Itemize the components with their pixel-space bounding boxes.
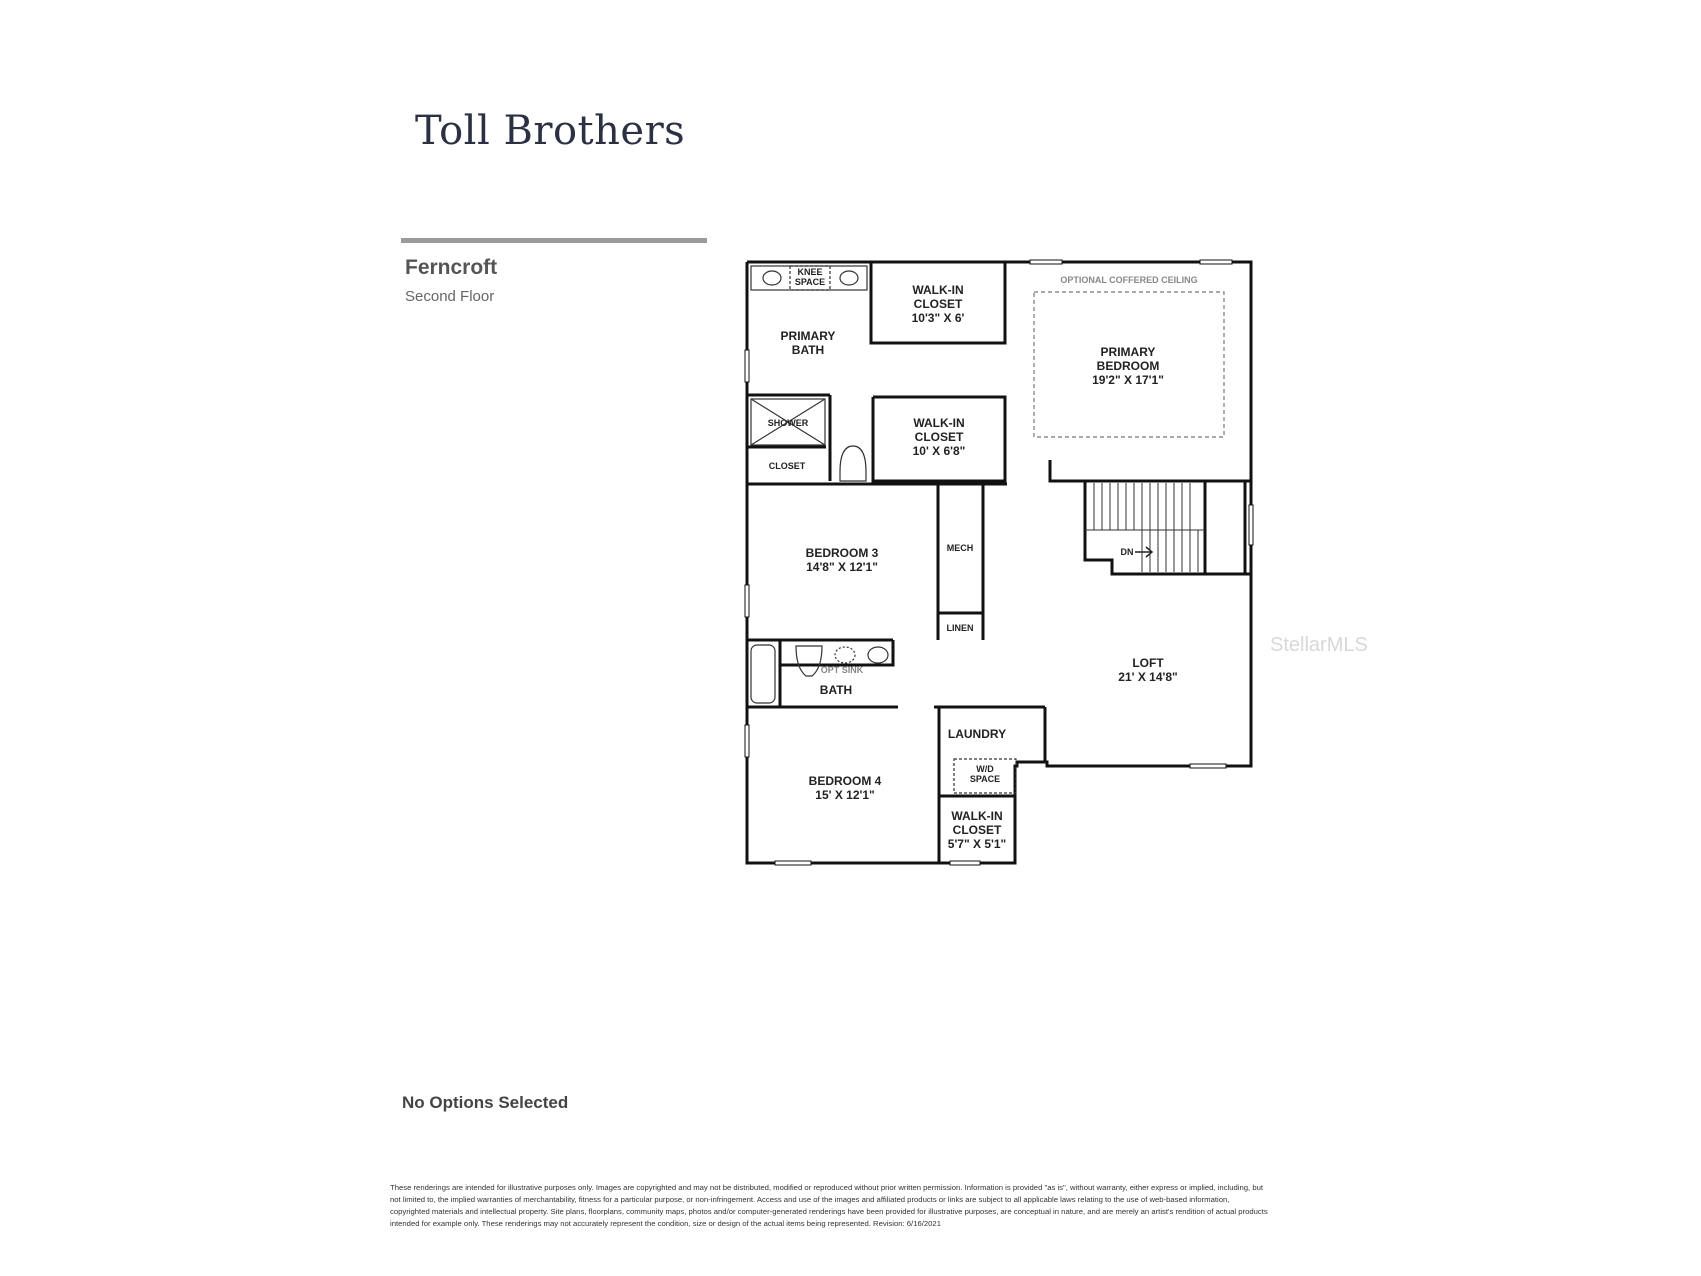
sink-left-icon [762,270,782,286]
bathtub-icon [750,644,776,704]
outer-wall [745,260,1253,865]
watermark: StellarMLS [1270,634,1368,656]
walk-in-closet-2-walls [871,395,1007,483]
mech-label: MECH [947,543,974,553]
shower-label: SHOWER [768,418,809,428]
optional-ceiling-label: OPTIONAL COFFERED CEILING [1060,275,1197,285]
bath-vanity-wall [780,640,895,667]
brand-logo: Toll Brothers [415,108,686,154]
laundry-label: LAUNDRY [948,727,1006,741]
disclaimer: These renderings are intended for illust… [390,1183,1268,1228]
floor-name: Second Floor [405,288,495,305]
closet-label: CLOSET [769,461,806,471]
bath-sink-icon [867,646,889,664]
knee-space-box [789,265,831,291]
toilet-icon [839,445,867,482]
options-status: No Options Selected [402,1093,569,1112]
opt-sink-icon [834,646,856,664]
walk-in-closet-1-walls [869,262,1007,345]
bath-label: BATH [820,683,852,697]
down-arrow-icon [1135,546,1154,558]
sink-right-icon [839,270,859,286]
shower-box [750,398,826,446]
opt-sink-label: OPT SINK [821,665,864,675]
coffered-ceiling-outline [1033,291,1225,438]
linen-label: LINEN [947,623,974,633]
windows [744,259,1254,866]
stair-walls [1083,481,1207,576]
header-rule [401,238,707,243]
bath-toilet-icon [795,645,823,677]
stair-treads [1085,483,1205,572]
plan-name: Ferncroft [405,256,498,279]
dn-label: DN [1121,547,1134,557]
wd-space-box [953,758,1017,794]
primary-bedroom-wall [1048,460,1251,483]
